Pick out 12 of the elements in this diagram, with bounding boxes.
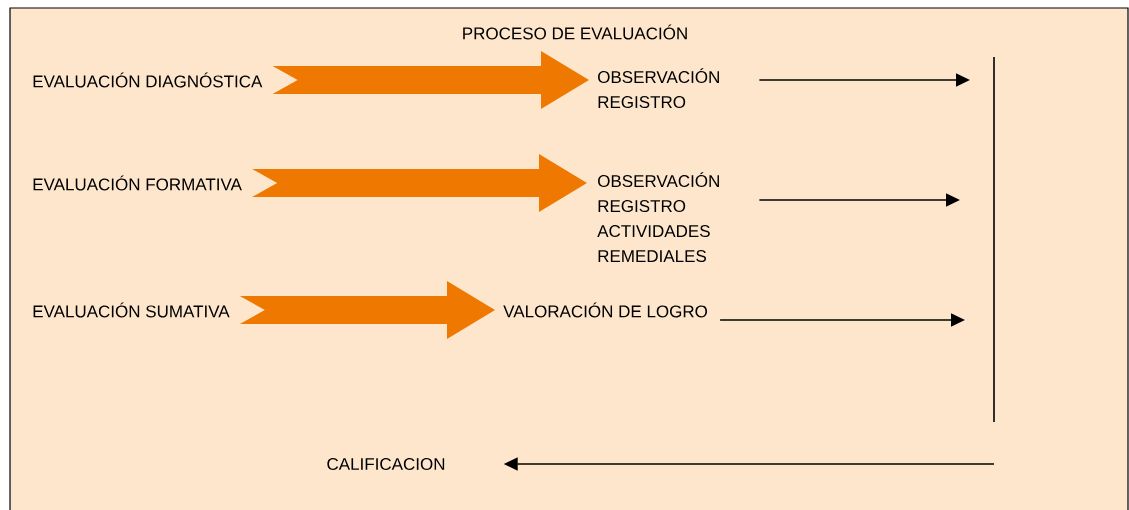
result-label: VALORACIÓN DE LOGRO xyxy=(503,302,708,318)
block-arrow xyxy=(239,281,495,339)
block-arrow xyxy=(272,51,589,109)
stage-label: EVALUACIÓN DIAGNÓSTICA xyxy=(33,72,263,88)
stage-label: EVALUACIÓN SUMATIVA xyxy=(33,302,230,318)
stage-label: EVALUACIÓN FORMATIVA xyxy=(33,175,242,191)
activity-list: OBSERVACIÓN REGISTRO xyxy=(598,68,719,109)
vertical-line xyxy=(993,57,995,422)
activity-list: OBSERVACIÓN REGISTRO ACTIVIDADES REMEDIALES xyxy=(597,172,719,263)
diagram-title: PROCESO DE EVALUACIÓN xyxy=(463,24,687,40)
block-arrow xyxy=(252,154,587,212)
outcome-label: CALIFICACION xyxy=(327,457,445,470)
